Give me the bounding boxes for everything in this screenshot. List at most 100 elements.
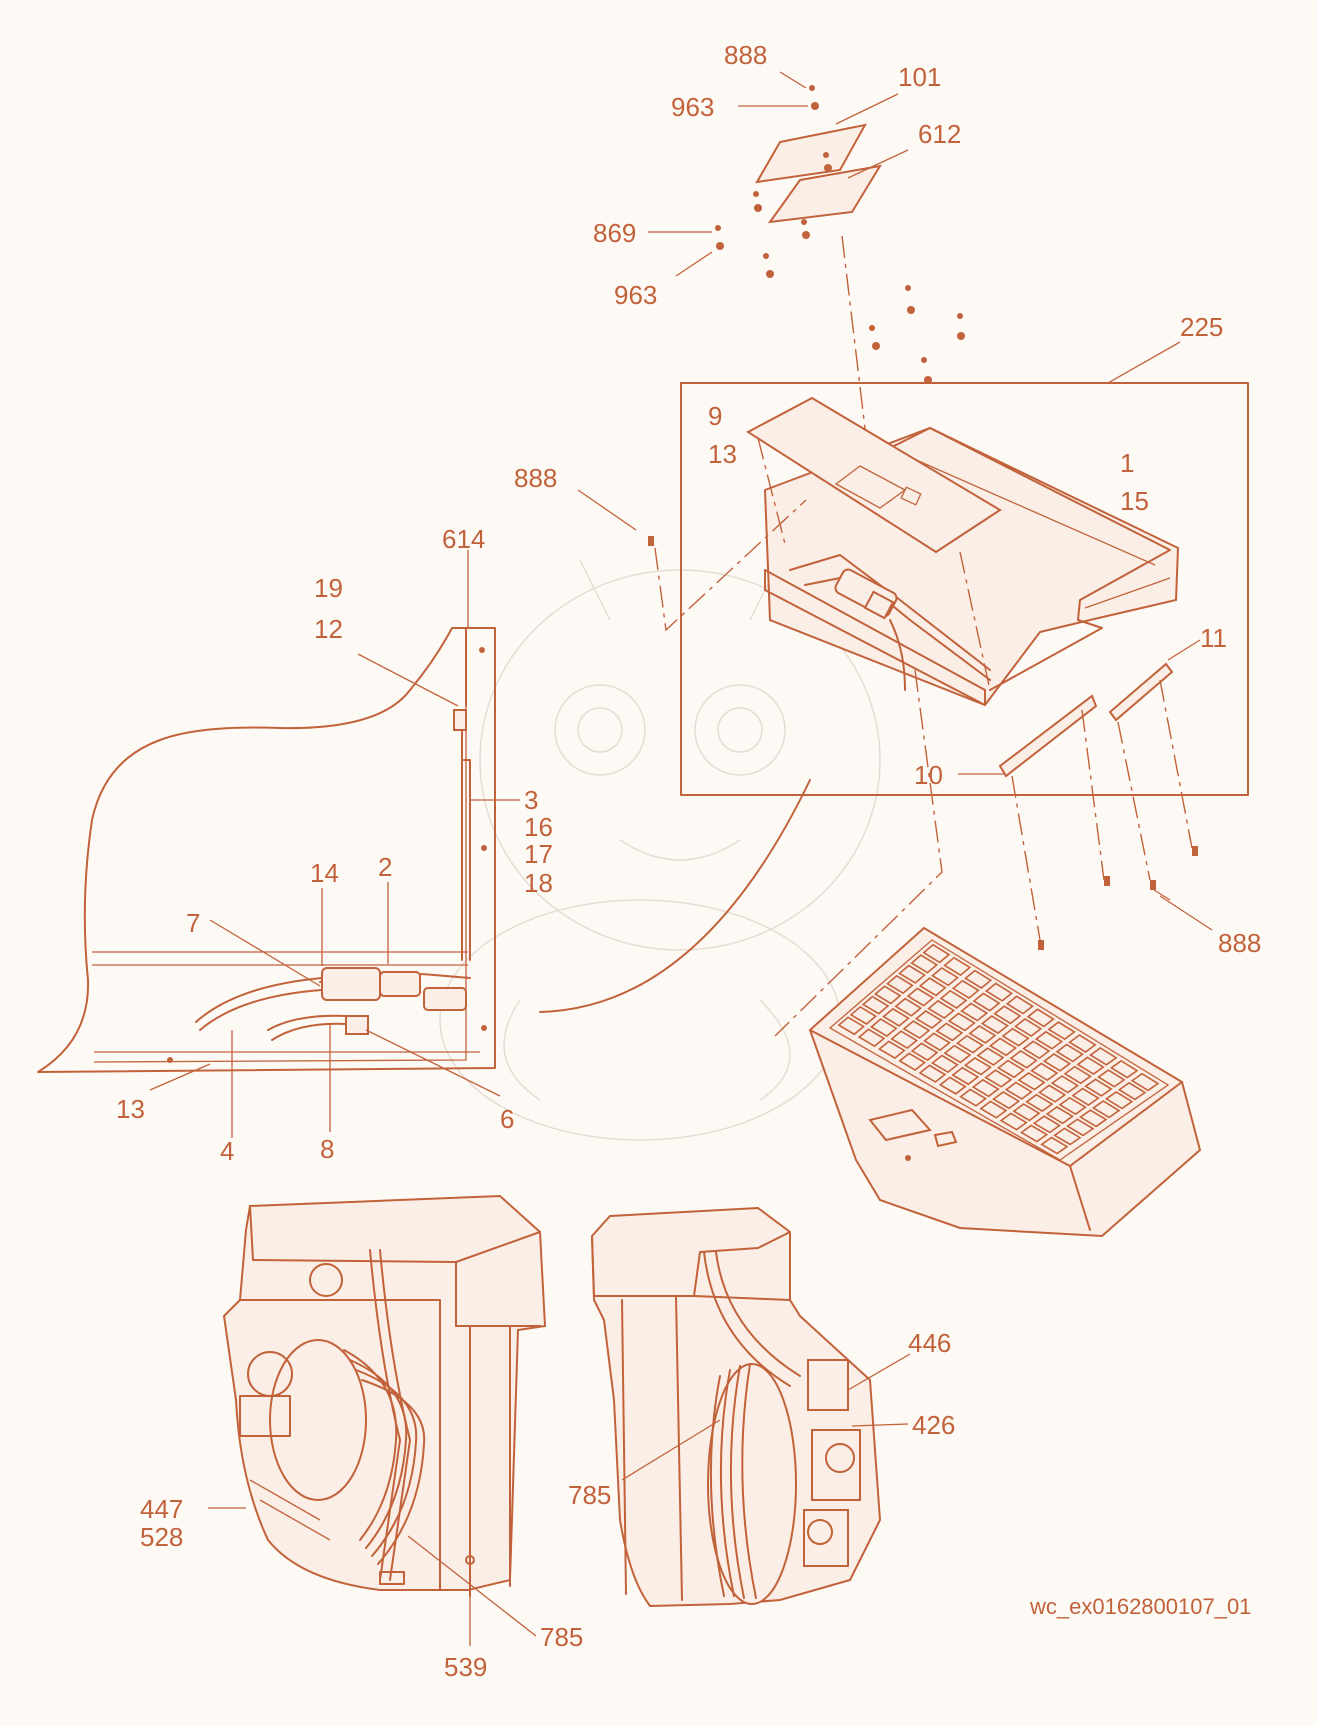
keypad-key — [910, 954, 939, 974]
callout-7: 7 — [186, 908, 200, 938]
keypad-key — [894, 997, 923, 1017]
keypad-key — [1104, 1090, 1134, 1110]
keypad-key — [943, 956, 972, 977]
keypad-key — [1066, 1118, 1095, 1137]
keypad-key — [996, 1059, 1026, 1079]
keypad-key — [1012, 1103, 1041, 1122]
keypad-key — [1032, 1115, 1062, 1134]
keypad-key — [959, 1088, 988, 1107]
plate-9 — [746, 396, 1002, 554]
keypad-grid — [837, 943, 1160, 1155]
keypad-key — [1055, 1043, 1084, 1063]
callout-426: 426 — [912, 1410, 955, 1440]
keypad-key — [976, 1047, 1005, 1066]
keypad-key — [1004, 1081, 1033, 1100]
keypad-key — [898, 964, 926, 984]
keypad-key — [914, 1010, 943, 1030]
callout-539: 539 — [444, 1652, 487, 1682]
keypad-key — [1045, 1106, 1074, 1125]
callout-15: 15 — [1120, 486, 1149, 516]
callout-528: 528 — [140, 1522, 183, 1552]
keypad-key — [939, 989, 968, 1009]
keypad-key — [1084, 1078, 1113, 1097]
callout-9: 9 — [708, 401, 722, 431]
keypad-key — [968, 1024, 997, 1044]
keypad-key — [1097, 1069, 1126, 1088]
callout-13: 13 — [708, 439, 737, 469]
keypad-key — [1034, 1030, 1064, 1050]
callout-4: 4 — [220, 1136, 234, 1166]
callout-17: 17 — [524, 839, 553, 869]
keypad-key — [923, 1032, 951, 1052]
machine-left-view — [222, 1194, 547, 1597]
keypad-key — [1050, 1075, 1080, 1094]
assembly-box-225 — [680, 341, 1249, 796]
callout-3: 3 — [524, 785, 538, 815]
keypad-key — [870, 1018, 898, 1038]
strip-10 — [998, 694, 1098, 778]
keypad-key — [918, 977, 947, 997]
callout-225: 225 — [1180, 312, 1223, 342]
keypad-key — [955, 1034, 984, 1054]
keypad-key — [878, 1040, 906, 1060]
keypad-key — [1068, 1034, 1097, 1053]
keypad-key — [931, 1054, 959, 1074]
callout-963: 963 — [614, 280, 657, 310]
callout-447: 447 — [140, 1494, 183, 1524]
keypad-key — [1076, 1056, 1105, 1076]
callout-2: 2 — [378, 852, 392, 882]
callout-18: 18 — [524, 868, 553, 898]
callout-963: 963 — [671, 92, 714, 122]
keypad-key — [993, 1005, 1022, 1025]
keypad-key — [935, 1022, 964, 1042]
keypad-key — [1038, 1084, 1067, 1103]
keypad-key — [849, 1005, 878, 1025]
keypad-key — [873, 985, 902, 1005]
keypad-key — [999, 1112, 1028, 1131]
plate-612 — [767, 164, 883, 224]
machine-right-view — [590, 1206, 882, 1608]
keypad-key — [1025, 1093, 1054, 1113]
callout-6: 6 — [500, 1104, 514, 1134]
keypad-key — [1040, 1136, 1069, 1155]
callout-785: 785 — [568, 1480, 611, 1510]
keypad-key — [938, 1076, 967, 1095]
keypad-key — [1022, 1040, 1051, 1060]
callout-446: 446 — [908, 1328, 951, 1358]
callout-888: 888 — [724, 40, 767, 70]
keypad-key — [898, 1052, 927, 1071]
keypad-key — [890, 1030, 919, 1050]
internal-mechanism — [789, 554, 991, 691]
keypad-key — [989, 1037, 1018, 1057]
keypad-key — [1047, 1021, 1076, 1041]
callout-101: 101 — [898, 62, 941, 92]
keypad-key — [861, 995, 890, 1015]
keypad-key — [910, 1042, 939, 1062]
keypad-assembly — [808, 926, 1202, 1238]
keypad-key — [1079, 1109, 1108, 1128]
keypad-key — [1030, 1062, 1059, 1082]
watermark-mascot — [439, 559, 881, 1141]
side-panel-614 — [37, 627, 496, 1073]
keypad-key — [943, 1044, 972, 1064]
keypad-key — [906, 987, 935, 1007]
callout-869: 869 — [593, 218, 636, 248]
keypad-key — [1026, 1008, 1055, 1028]
keypad-key — [1058, 1096, 1087, 1116]
keypad-key — [882, 1007, 910, 1027]
callout-19: 19 — [314, 573, 343, 603]
keypad-key — [1071, 1087, 1100, 1106]
callout-1: 1 — [1120, 448, 1134, 478]
keypad-key — [902, 1020, 931, 1040]
keypad-key — [980, 1015, 1009, 1035]
keypad-key — [1091, 1100, 1121, 1119]
keypad-key — [972, 992, 1001, 1012]
keypad-key — [979, 1100, 1008, 1119]
keypad-key — [1109, 1059, 1139, 1079]
keypad-key — [951, 1066, 980, 1086]
callout-10: 10 — [914, 760, 943, 790]
callout-614: 614 — [442, 524, 485, 554]
callout-8: 8 — [320, 1134, 334, 1164]
